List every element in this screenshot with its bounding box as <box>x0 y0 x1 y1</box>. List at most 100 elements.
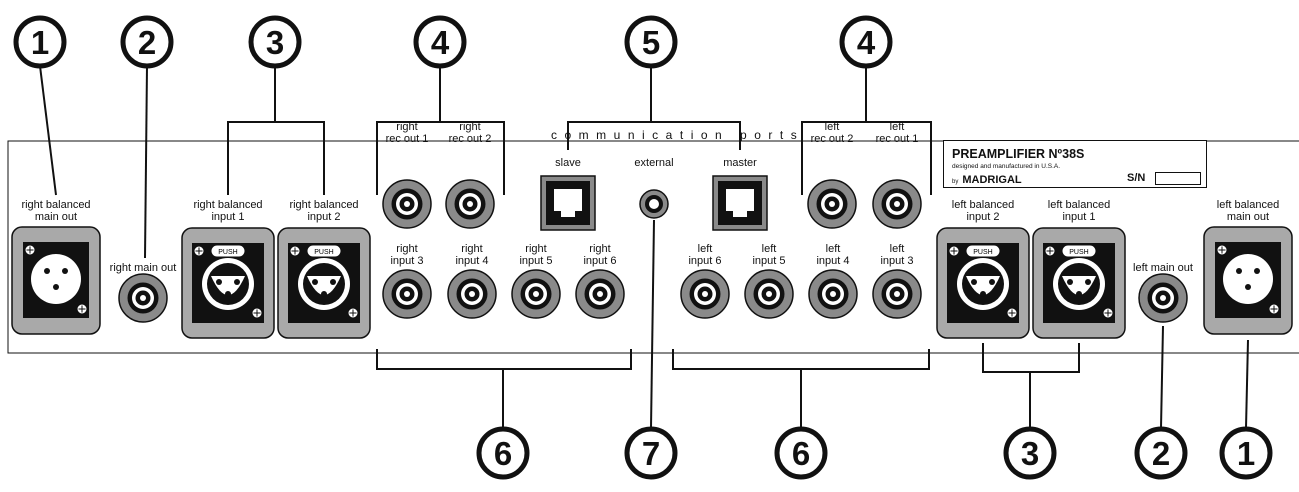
callout-number: 3 <box>266 24 284 61</box>
callout-ring <box>624 426 678 480</box>
xlr-pin <box>1236 268 1242 274</box>
xlr-right-balanced-main-out <box>11 226 101 335</box>
callout-4-left: 4 <box>413 15 467 69</box>
rj45-socket <box>726 189 754 217</box>
bracket-5 <box>567 121 741 150</box>
rj45-slave <box>540 175 596 231</box>
label-right-main-out: right main out <box>109 262 177 274</box>
xlr-pin <box>1245 284 1251 290</box>
rca-pin-hole <box>533 291 539 297</box>
rca-right-input-3 <box>382 269 432 319</box>
callout-number: 5 <box>642 24 660 61</box>
serial-label: S/N <box>1127 172 1146 184</box>
push-label: PUSH <box>1069 249 1088 256</box>
xlr-socket <box>234 279 240 285</box>
rca-pin-hole <box>1160 295 1166 301</box>
callout-4-right: 4 <box>839 15 893 69</box>
rca-pin-hole <box>894 201 900 207</box>
callout-number: 7 <box>642 435 660 472</box>
callout-number: 2 <box>138 24 156 61</box>
rca-left-input-3 <box>872 269 922 319</box>
xlr-left-balanced-input-2: PUSH <box>936 227 1030 339</box>
callout-number: 4 <box>857 24 876 61</box>
rca-right-main-out <box>118 273 168 323</box>
xlr-face <box>31 254 81 304</box>
xlr-socket <box>1076 291 1082 297</box>
rca-pin-hole <box>830 291 836 297</box>
callout-6-left: 6 <box>476 426 530 480</box>
callout-ring <box>1134 426 1188 480</box>
xlr-pin <box>44 268 50 274</box>
bracket-6-right <box>672 349 930 370</box>
model-tagline: designed and manufactured in U.S.A. <box>952 163 1061 170</box>
bracket-3-right <box>982 343 1080 373</box>
xlr-socket <box>321 291 327 297</box>
push-label: PUSH <box>314 249 333 256</box>
rca-pin-hole <box>140 295 146 301</box>
callout-6-right: 6 <box>774 426 828 480</box>
xlr-socket <box>971 279 977 285</box>
xlr-socket <box>312 279 318 285</box>
callout-3-left: 3 <box>248 15 302 69</box>
leader-1-left <box>39 65 57 196</box>
trigger-hole <box>649 199 659 209</box>
callout-number: 6 <box>494 435 512 472</box>
xlr-socket <box>330 279 336 285</box>
xlr-left-balanced-main-out <box>1203 226 1293 335</box>
rca-right-input-4 <box>447 269 497 319</box>
xlr-socket <box>1067 279 1073 285</box>
label-left-main-out: left main out <box>1133 262 1193 274</box>
bracket-4-right <box>801 121 932 195</box>
rca-left-input-4 <box>808 269 858 319</box>
chassis-outline <box>7 140 1299 354</box>
label-slave: slave <box>555 157 581 169</box>
callout-7: 7 <box>624 426 678 480</box>
rca-pin-hole <box>702 291 708 297</box>
push-latch <box>1061 244 1097 258</box>
rca-right-rec-out-1 <box>382 179 432 229</box>
label-master: master <box>723 157 757 169</box>
callout-ring <box>774 426 828 480</box>
rca-pin-hole <box>469 291 475 297</box>
rca-left-input-5 <box>744 269 794 319</box>
rca-left-rec-out-1 <box>872 179 922 229</box>
xlr-pin <box>62 268 68 274</box>
bracket-4-left <box>376 121 505 195</box>
model-name: PREAMPLIFIER Nº38S <box>952 147 1085 161</box>
push-label: PUSH <box>973 249 992 256</box>
callout-number: 2 <box>1152 435 1170 472</box>
rj45-master <box>712 175 768 231</box>
rca-pin-hole <box>829 201 835 207</box>
rca-pin-hole <box>766 291 772 297</box>
leader-7 <box>650 219 655 429</box>
communication-ports-title: communication ports <box>551 128 805 142</box>
xlr-socket <box>1085 279 1091 285</box>
rca-right-input-6 <box>575 269 625 319</box>
xlr-pin <box>1254 268 1260 274</box>
bracket-3-left <box>227 121 325 195</box>
leader-2-right <box>1160 325 1164 429</box>
rca-right-rec-out-2 <box>445 179 495 229</box>
callout-number: 4 <box>431 24 450 61</box>
callout-5: 5 <box>624 15 678 69</box>
xlr-right-balanced-input-1: PUSH <box>181 227 275 339</box>
rj45-socket <box>554 189 582 217</box>
serial-number-box <box>1155 172 1201 185</box>
